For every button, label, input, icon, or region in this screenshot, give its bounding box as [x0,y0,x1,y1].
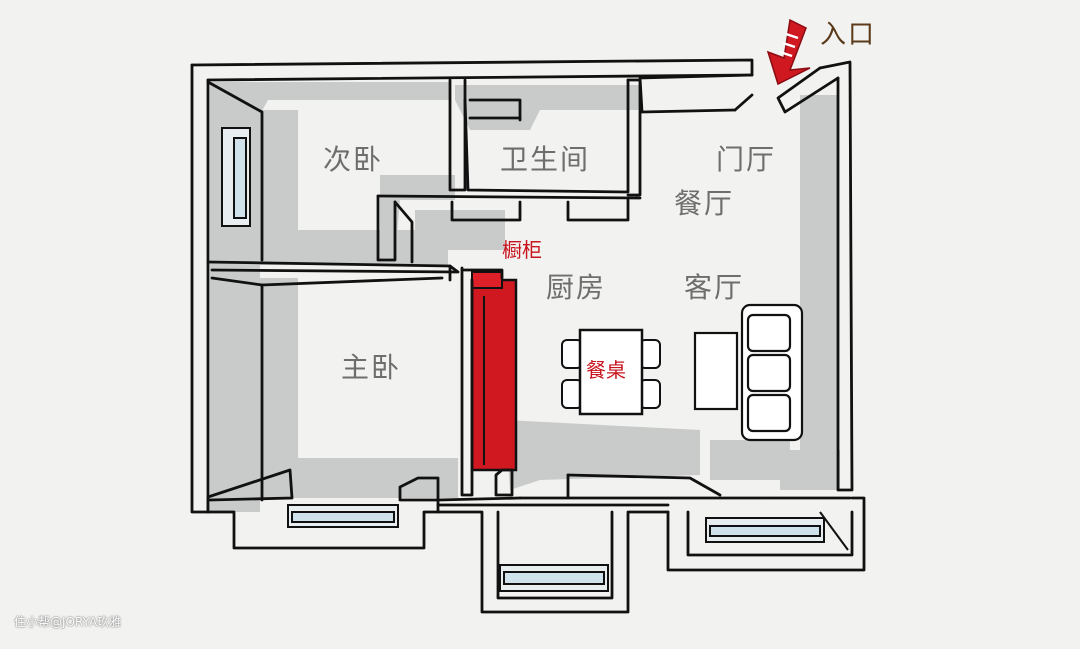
room-label-second-bedroom: 次卧 [323,143,384,176]
room-label-kitchen: 厨房 [546,271,607,304]
walls [190,58,866,614]
watermark: 住小帮@JORYA玖雅 [14,615,122,629]
coffee-table [693,331,739,411]
room-label-master-bedroom: 主卧 [341,351,402,384]
sofa [740,303,804,442]
entrance-arrow-icon [766,18,811,86]
kitchen-cabinet [470,271,518,472]
entrance-label: 入口 [820,20,877,50]
dining-table-label: 餐桌 [586,358,626,382]
room-label-bathroom: 卫生间 [500,143,591,176]
room-label-living-room: 客厅 [684,271,745,304]
cabinet-label: 橱柜 [502,238,542,262]
room-label-foyer: 门厅 [716,143,777,176]
room-label-dining-room: 餐厅 [674,187,735,220]
dining-table-group [561,328,661,416]
windows [221,127,849,592]
